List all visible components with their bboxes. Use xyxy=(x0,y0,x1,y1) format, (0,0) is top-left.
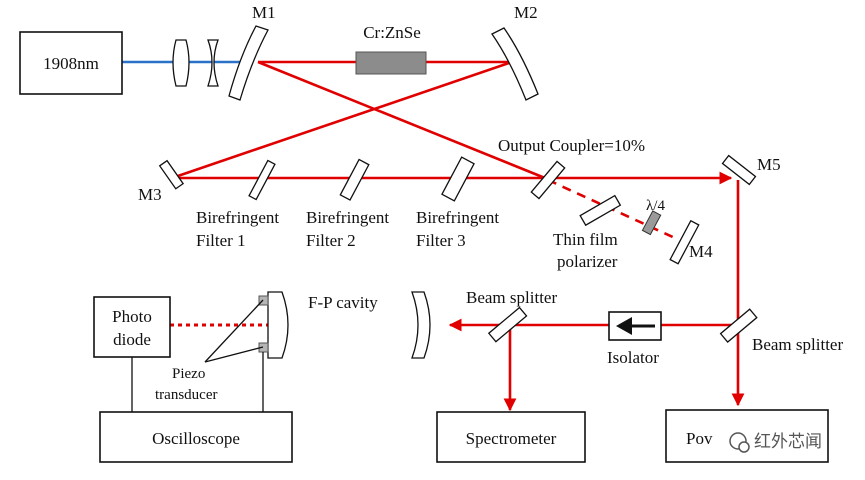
bf1-label-line2: Filter 1 xyxy=(196,231,246,250)
photodiode-label-line1: Photo xyxy=(112,307,152,326)
birefringent-filter-2: Birefringent Filter 2 xyxy=(306,158,389,250)
power-meter: Pov xyxy=(665,409,829,463)
m1-label: M1 xyxy=(252,3,276,22)
beam-splitter-right-label: Beam splitter xyxy=(752,335,843,354)
bf1-label-line1: Birefringent xyxy=(196,208,279,227)
bf3-label-line1: Birefringent xyxy=(416,208,499,227)
piezo-element-top xyxy=(258,295,269,306)
isolator: Isolator xyxy=(607,311,662,367)
m4-label: M4 xyxy=(689,242,713,261)
spectrometer: Spectrometer xyxy=(436,411,586,463)
m3-label: M3 xyxy=(138,185,162,204)
power-meter-label: Pov xyxy=(686,429,713,448)
beam-splitter-top: Beam splitter xyxy=(466,288,557,343)
mirror-m2: M2 xyxy=(491,3,539,101)
beam-splitter-top-label: Beam splitter xyxy=(466,288,557,307)
photodiode-label-line2: diode xyxy=(113,330,151,349)
output-coupler: Output Coupler=10% xyxy=(498,136,645,200)
fp-cavity-label: F-P cavity xyxy=(308,293,378,312)
beam-m1-oc xyxy=(257,60,546,180)
fp-mirror-right xyxy=(411,291,431,359)
quarter-wave-label: λ/4 xyxy=(646,198,665,214)
isolator-arrow-head xyxy=(616,317,632,335)
birefringent-filter-3: Birefringent Filter 3 xyxy=(416,156,499,250)
polarizer-label-line1: Thin film xyxy=(553,230,618,249)
piezo-label-line2: transducer xyxy=(155,387,217,403)
piezo-label-line1: Piezo xyxy=(172,366,205,382)
polarizer-label-line2: polarizer xyxy=(557,252,618,271)
mirror-m4: M4 xyxy=(669,219,713,265)
watermark: 红外芯闻 xyxy=(729,432,822,453)
wechat-icon-dot xyxy=(738,441,750,453)
isolator-label: Isolator xyxy=(607,348,659,367)
quarter-wave-plate: λ/4 xyxy=(641,198,665,236)
birefringent-filter-1: Birefringent Filter 1 xyxy=(196,159,279,250)
fp-cavity: F-P cavity xyxy=(258,291,431,359)
oscilloscope: Oscilloscope xyxy=(99,411,293,463)
beam-m2-m3 xyxy=(171,60,513,180)
watermark-text: 红外芯闻 xyxy=(754,432,822,452)
m2-label: M2 xyxy=(514,3,538,22)
focus-lens-1 xyxy=(172,39,190,87)
crystal-label: Cr:ZnSe xyxy=(363,23,421,42)
mirror-m1: M1 xyxy=(228,3,276,101)
laser-source: 1908nm xyxy=(19,31,123,95)
focus-lens-2 xyxy=(207,39,219,87)
beam-splitter-right: Beam splitter xyxy=(719,308,843,354)
spectrometer-label: Spectrometer xyxy=(466,429,557,448)
piezo-leader-top xyxy=(204,299,264,363)
output-coupler-label: Output Coupler=10% xyxy=(498,136,645,155)
photodiode: Photo diode xyxy=(93,296,171,358)
thin-film-polarizer: Thin film polarizer xyxy=(553,194,622,271)
oscilloscope-label: Oscilloscope xyxy=(152,429,240,448)
laser-source-label: 1908nm xyxy=(43,54,99,73)
bf2-label-line1: Birefringent xyxy=(306,208,389,227)
bf3-label-line2: Filter 3 xyxy=(416,231,466,250)
gain-crystal: Cr:ZnSe xyxy=(355,23,427,75)
bf2-label-line2: Filter 2 xyxy=(306,231,356,250)
piezo-leader-bottom xyxy=(204,346,264,363)
mirror-m3: M3 xyxy=(138,159,185,204)
fp-mirror-left xyxy=(267,291,289,359)
m5-label: M5 xyxy=(757,155,781,174)
mirror-m5: M5 xyxy=(721,154,781,186)
